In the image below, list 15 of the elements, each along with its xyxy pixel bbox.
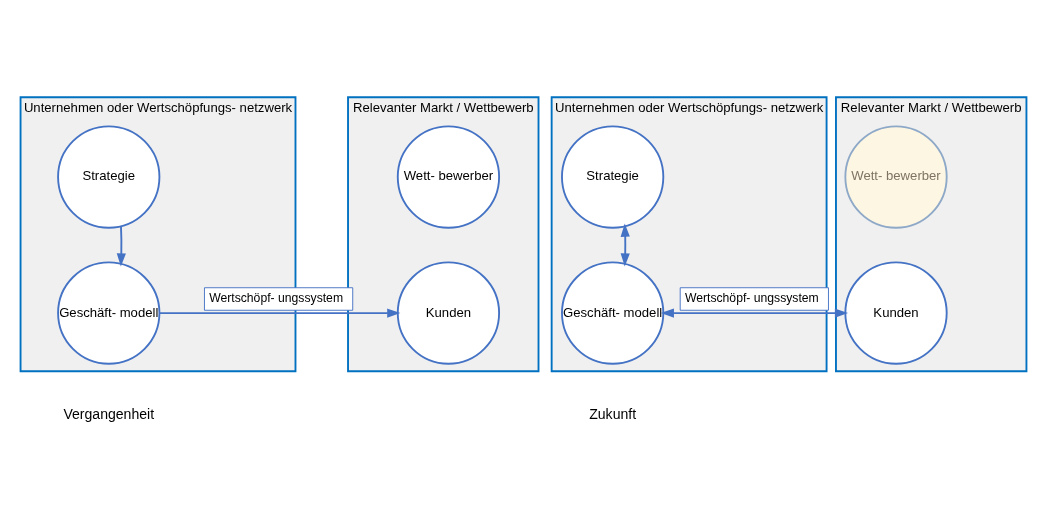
node-circle: Kunden <box>396 261 501 365</box>
arrow <box>158 308 401 318</box>
label: Vergangenheit <box>63 405 155 422</box>
edge-label: Wertschöpf- ungssystem <box>684 291 819 306</box>
node-circle: Wett- bewerber <box>396 125 501 229</box>
arrow <box>116 225 126 267</box>
node-circle: Strategie <box>561 125 665 229</box>
arrow <box>620 223 630 267</box>
node-circle: Kunden <box>844 261 948 365</box>
node-circle: Wett- bewerber <box>844 125 948 229</box>
node-circle: Geschäft- modell <box>57 261 161 365</box>
arrow <box>660 308 849 318</box>
node-circle: Geschäft- modell <box>561 261 665 365</box>
label: Zukunft <box>589 405 637 422</box>
node-circle: Strategie <box>57 125 161 229</box>
